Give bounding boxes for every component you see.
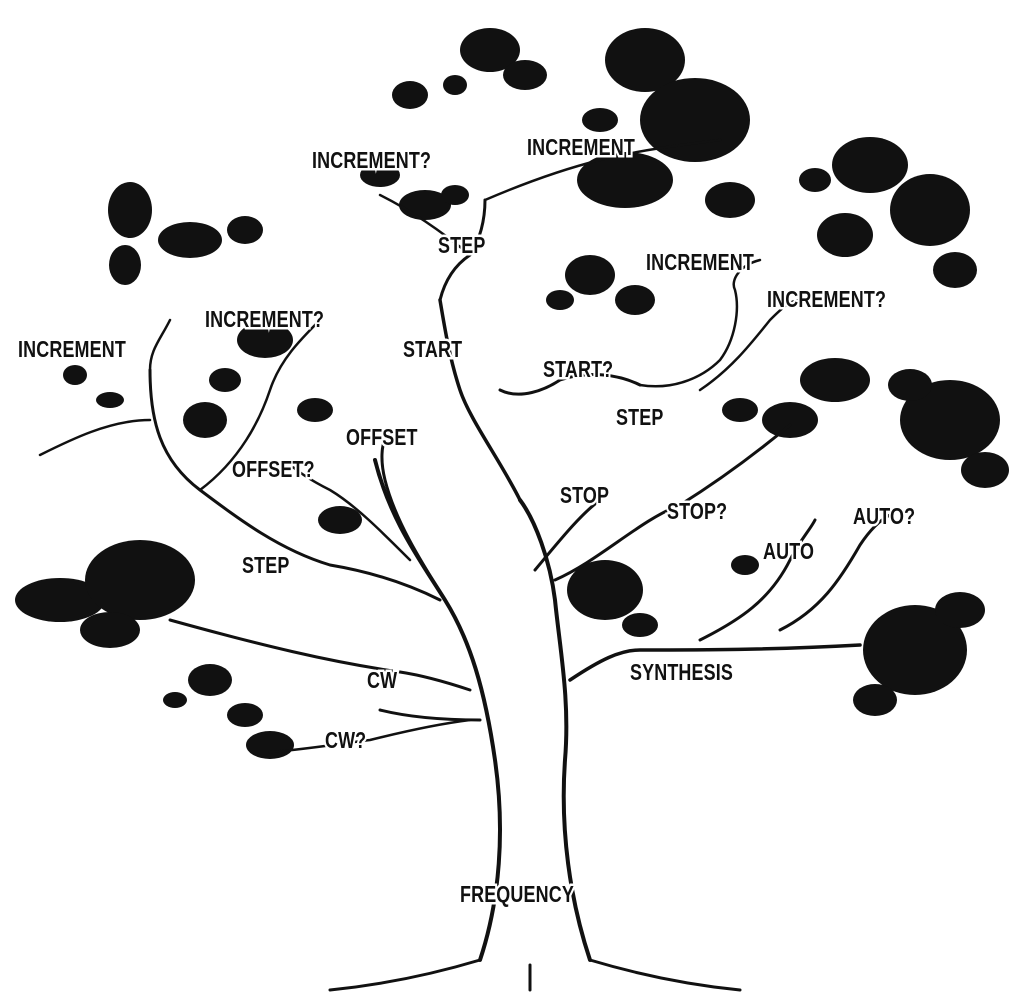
label-auto: AUTO	[763, 539, 814, 565]
foliage-mid-right	[546, 255, 1009, 488]
branch-step-left	[148, 368, 442, 602]
label-stop-query: STOP?	[667, 499, 727, 525]
label-cw-query: CW?	[325, 728, 366, 754]
foliage-lower-left	[15, 540, 294, 759]
label-step-right: STEP	[616, 405, 664, 431]
label-synthesis: SYNTHESIS	[630, 660, 733, 686]
label-stop: STOP	[560, 483, 609, 509]
branch-stop	[533, 498, 602, 572]
label-increment-right: INCREMENT	[646, 250, 754, 276]
label-step-left: STEP	[242, 553, 290, 579]
branch-increment-query-left	[198, 318, 322, 492]
branch-offset	[380, 438, 447, 602]
label-step-top: STEP	[438, 233, 486, 259]
label-auto-query: AUTO?	[853, 504, 915, 530]
label-increment-query-right: INCREMENT?	[767, 287, 886, 313]
roots	[328, 958, 742, 992]
label-increment-top: INCREMENT	[527, 135, 635, 161]
label-increment-query-top: INCREMENT?	[312, 148, 431, 174]
branch-cw-query	[268, 718, 472, 754]
branch-increment-query-top	[378, 193, 472, 257]
branch-increment-query-right	[698, 298, 802, 392]
foliage	[15, 28, 1009, 759]
foliage-top-center	[360, 28, 547, 220]
label-offset-query: OFFSET?	[232, 457, 315, 483]
tree-branches	[38, 138, 892, 992]
foliage-far-right	[799, 137, 977, 288]
branch-increment-top	[483, 138, 722, 202]
branch-stop-query	[553, 423, 792, 582]
branch-offset-query	[283, 458, 412, 562]
branch-step-right	[638, 258, 762, 388]
foliage-lower-right	[567, 555, 985, 716]
label-start: START	[403, 337, 462, 363]
branch-start-query	[498, 373, 642, 396]
label-frequency: FREQUENCY	[460, 882, 574, 908]
label-offset: OFFSET	[346, 425, 418, 451]
label-start-query: START?	[543, 357, 613, 383]
foliage-left	[63, 182, 362, 534]
label-cw: CW	[367, 668, 397, 694]
branch-start	[438, 298, 522, 502]
branch-synthesis	[568, 643, 862, 682]
foliage-top-right	[577, 28, 755, 218]
tree-labels: FREQUENCY CW CW? SYNTHESIS STEP OFFSET O…	[16, 133, 917, 910]
label-increment-query-left: INCREMENT?	[205, 307, 324, 333]
branch-auto-query	[778, 513, 892, 632]
branch-auto	[698, 518, 817, 642]
label-increment-left: INCREMENT	[18, 337, 126, 363]
branch-increment-left	[38, 318, 172, 457]
